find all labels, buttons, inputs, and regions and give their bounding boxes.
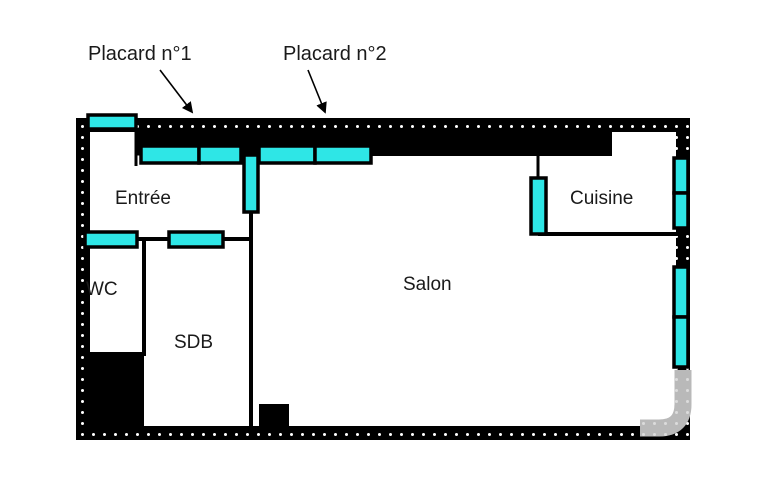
placard-2-label: Placard n°2 bbox=[283, 43, 387, 65]
mass-bottom-left bbox=[88, 352, 144, 428]
wall-top bbox=[76, 118, 690, 132]
placard-2-door-b bbox=[313, 144, 373, 165]
placard-2-door-a bbox=[257, 144, 317, 165]
room-label-wc: WC bbox=[86, 279, 118, 300]
placard-2-door-b-icon bbox=[313, 144, 373, 165]
placard-1-door-a bbox=[139, 144, 201, 165]
placard-1-door-a-icon bbox=[139, 144, 201, 165]
placard-2-annotation: Placard n°2 bbox=[283, 43, 387, 114]
solid-wall-masses bbox=[88, 132, 612, 428]
window-top-left bbox=[86, 113, 138, 131]
curved-wall-shade bbox=[640, 370, 692, 437]
wall-bottom bbox=[76, 426, 690, 440]
window-right-cuisine-a bbox=[672, 156, 690, 195]
window-right-salon-b bbox=[672, 315, 690, 369]
mass-top-band-right bbox=[368, 132, 612, 156]
room-label-salon: Salon bbox=[403, 274, 452, 295]
annotations-layer: Placard n°1 Placard n°2 bbox=[88, 43, 387, 114]
placard-2-leader-line bbox=[307, 69, 327, 114]
perimeter-walls bbox=[76, 118, 690, 440]
placard-1-annotation: Placard n°1 bbox=[88, 43, 194, 114]
placard-1-label: Placard n°1 bbox=[88, 43, 192, 65]
placard-divider-door-icon bbox=[242, 153, 260, 214]
door-cuisine-icon bbox=[529, 176, 548, 236]
door-wc bbox=[83, 230, 139, 249]
curved-wall-group bbox=[640, 370, 692, 437]
window-right-cuisine-b-icon bbox=[672, 191, 690, 230]
mass-bottom-center bbox=[259, 404, 289, 428]
window-right-cuisine-b bbox=[672, 191, 690, 230]
wall-left bbox=[76, 118, 90, 440]
placard-1-door-b bbox=[197, 144, 243, 165]
placard-divider-door bbox=[242, 153, 260, 214]
openings-layer bbox=[83, 113, 690, 369]
door-wc-icon bbox=[83, 230, 139, 249]
placard-2-door-a-icon bbox=[257, 144, 317, 165]
curved-wall-icon bbox=[640, 370, 692, 437]
room-label-cuisine: Cuisine bbox=[570, 188, 633, 209]
door-cuisine bbox=[529, 176, 548, 236]
window-top-left-icon bbox=[86, 113, 138, 131]
room-label-sdb: SDB bbox=[174, 332, 213, 353]
window-right-salon-b-icon bbox=[672, 315, 690, 369]
door-sdb-icon bbox=[167, 230, 225, 249]
window-right-salon-a bbox=[672, 265, 690, 319]
door-sdb bbox=[167, 230, 225, 249]
room-label-entree: Entrée bbox=[115, 188, 171, 209]
placard-1-door-b-icon bbox=[197, 144, 243, 165]
window-right-cuisine-a-icon bbox=[672, 156, 690, 195]
placard-1-leader-line bbox=[159, 69, 194, 114]
window-right-salon-a-icon bbox=[672, 265, 690, 319]
